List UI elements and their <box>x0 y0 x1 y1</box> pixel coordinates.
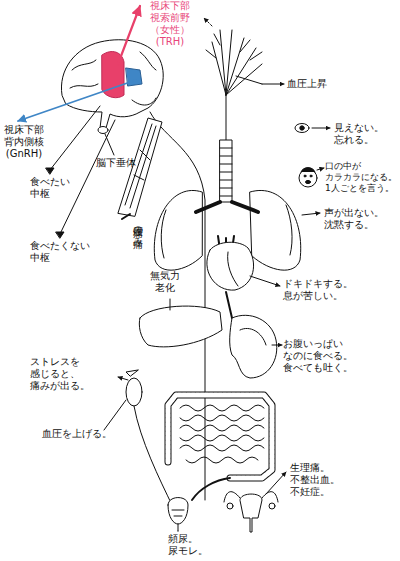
nerve-arrow <box>204 18 212 26</box>
leader-arrow <box>272 345 282 346</box>
blue-arrow <box>18 80 136 121</box>
annotation-label: 視床下部 背内側核 (GnRH) <box>4 124 44 160</box>
heart-line <box>228 252 238 286</box>
leader-arrow <box>250 276 280 286</box>
leader-arrow <box>266 472 286 494</box>
pituitary <box>98 127 108 134</box>
eye-icon <box>295 124 309 133</box>
stomach-line <box>240 328 266 345</box>
annotation-label: 食べたくない 中枢 <box>30 240 90 264</box>
face-hair <box>301 168 315 173</box>
brain-folds <box>70 52 156 105</box>
right-lung <box>250 190 301 270</box>
leader-arrow <box>262 84 284 85</box>
annotation-label: お腹いっぱい なのに食べる。 食べても吐く。 <box>283 338 353 374</box>
pink-arrow <box>118 6 140 64</box>
bladder-lines <box>172 510 184 531</box>
eye-pupil <box>300 126 304 130</box>
face-eye <box>304 175 306 177</box>
annotation-label: 脳下垂体 <box>96 157 136 169</box>
heart <box>207 242 254 290</box>
annotation-label: 血圧を上げる。 <box>42 428 112 440</box>
large-intestine <box>168 395 272 478</box>
annotation-label: 無気力 老化 <box>150 270 180 294</box>
stomach <box>230 315 277 378</box>
ovary <box>269 503 275 509</box>
annotation-label: 腰痛の痛み <box>131 220 143 242</box>
large-intestine-rings <box>168 395 272 478</box>
esophagus <box>226 292 232 318</box>
leader-tick <box>122 214 130 219</box>
annotation-label: 血圧上昇 <box>287 78 327 90</box>
annotation-label: 生理痛。 不整出血。 不妊症。 <box>290 462 340 498</box>
brain-outline <box>61 40 163 128</box>
annotation-label: ドキドキする。 息が苦しい。 <box>283 278 353 302</box>
small-intestine <box>180 405 264 463</box>
annotation-label: 頻尿。 尿モレ。 <box>168 533 208 557</box>
annotation-label: 見えない。 忘れる。 <box>334 122 384 146</box>
liver <box>139 306 222 347</box>
trachea-rings <box>220 148 232 196</box>
leader-line <box>170 299 171 310</box>
annotation-label: 食べたい 中枢 <box>30 176 70 200</box>
adrenal <box>126 370 138 376</box>
bladder <box>168 498 188 525</box>
leader-line <box>236 76 262 84</box>
trachea <box>220 140 232 202</box>
annotation-label: ストレスを 感じると、 痛みが出る。 <box>30 356 90 392</box>
kidney <box>126 378 142 406</box>
leader-arrow <box>118 377 128 380</box>
fallopian-tubes <box>224 492 278 502</box>
bronchi <box>196 202 258 212</box>
ovary <box>227 503 233 509</box>
leader-line <box>50 106 100 170</box>
leader-line <box>104 400 126 430</box>
face-mouth <box>306 180 311 183</box>
annotation-label: 口の中が カラカラになる。 1人ごとを言う。 <box>325 161 397 193</box>
annotation-label: 声が出ない。 沈黙する。 <box>324 207 384 231</box>
nerve-tree <box>206 30 262 140</box>
annotation-label: 視床下部 視索前野 （女性） (TRH) <box>150 0 190 48</box>
leader-arrow <box>302 213 320 215</box>
face-eye <box>310 175 312 177</box>
uterus <box>240 494 262 532</box>
leader-arrow <box>312 128 330 129</box>
rectum <box>192 478 230 500</box>
leader-arrow <box>317 168 324 170</box>
